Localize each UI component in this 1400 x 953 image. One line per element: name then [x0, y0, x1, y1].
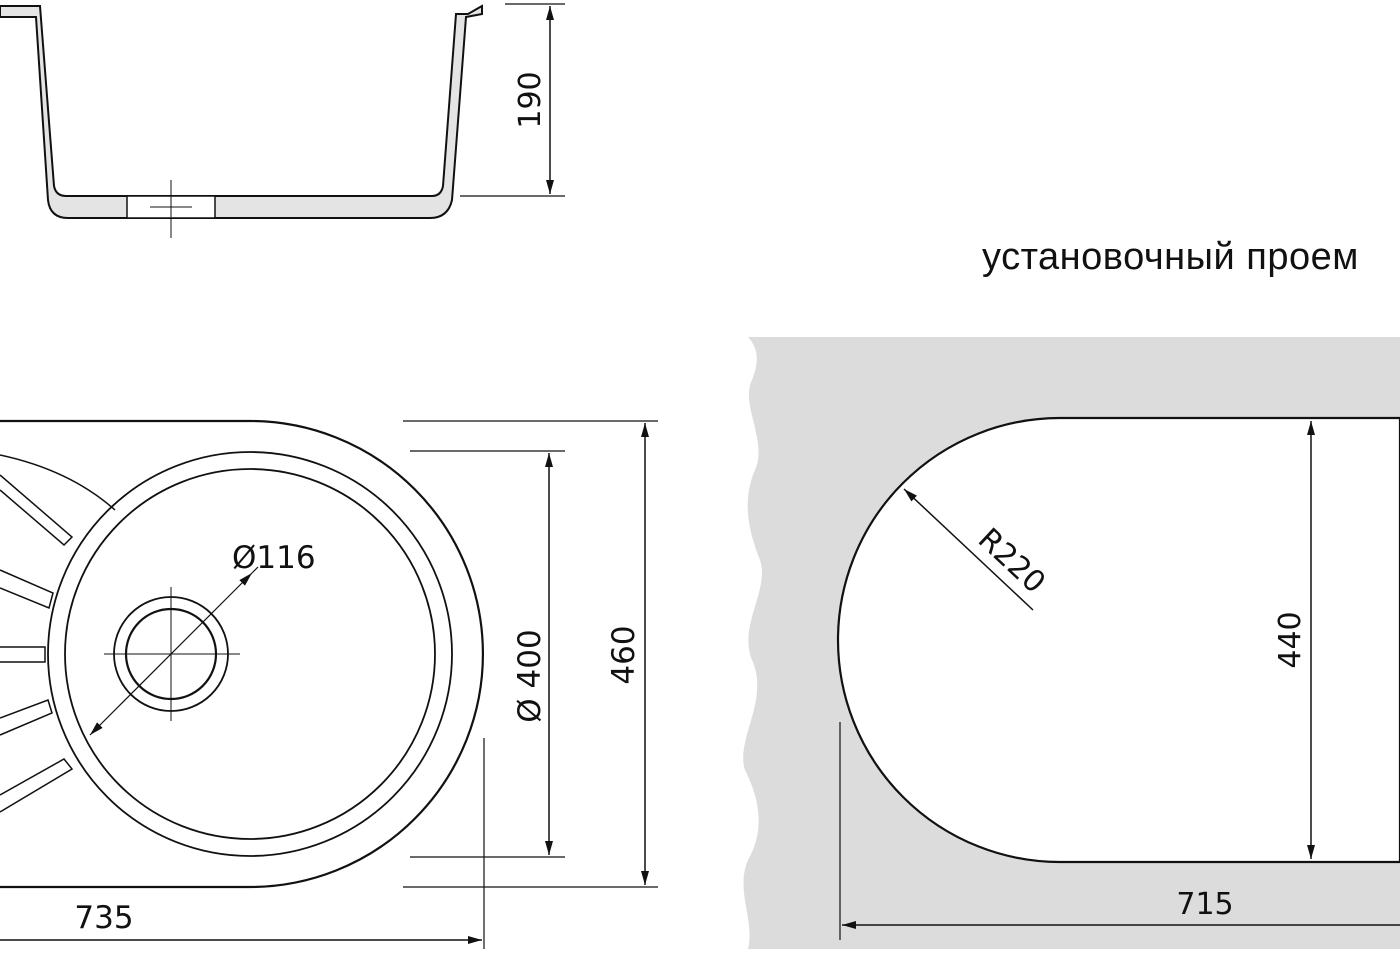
- sink-length-label: 735: [74, 900, 133, 936]
- drainboard-arc: [0, 454, 116, 511]
- drain-diameter-label: Ø116: [232, 540, 316, 576]
- bowl-rim-outer: [47, 451, 453, 857]
- drainboard-grooves: [0, 474, 74, 813]
- sink-outline: [0, 419, 485, 889]
- radius-leader: [903, 488, 1034, 611]
- depth-label: 190: [513, 71, 548, 128]
- bowl-diameter-label: Ø 400: [512, 629, 548, 722]
- bowl-rim-inner: [64, 468, 436, 840]
- cutout-view: [743, 337, 1400, 949]
- cutout-length-label: 715: [1176, 887, 1233, 922]
- cutout-width-label: 440: [1273, 611, 1308, 668]
- sink-width-label: 460: [606, 625, 642, 684]
- top-view: [0, 419, 658, 949]
- cutout-title: установочный проем: [982, 236, 1359, 278]
- drain-diameter-leader: [89, 572, 253, 736]
- sink-wall-section: [0, 4, 483, 219]
- side-section-view: [0, 3, 565, 238]
- cutout-opening: [836, 416, 1400, 864]
